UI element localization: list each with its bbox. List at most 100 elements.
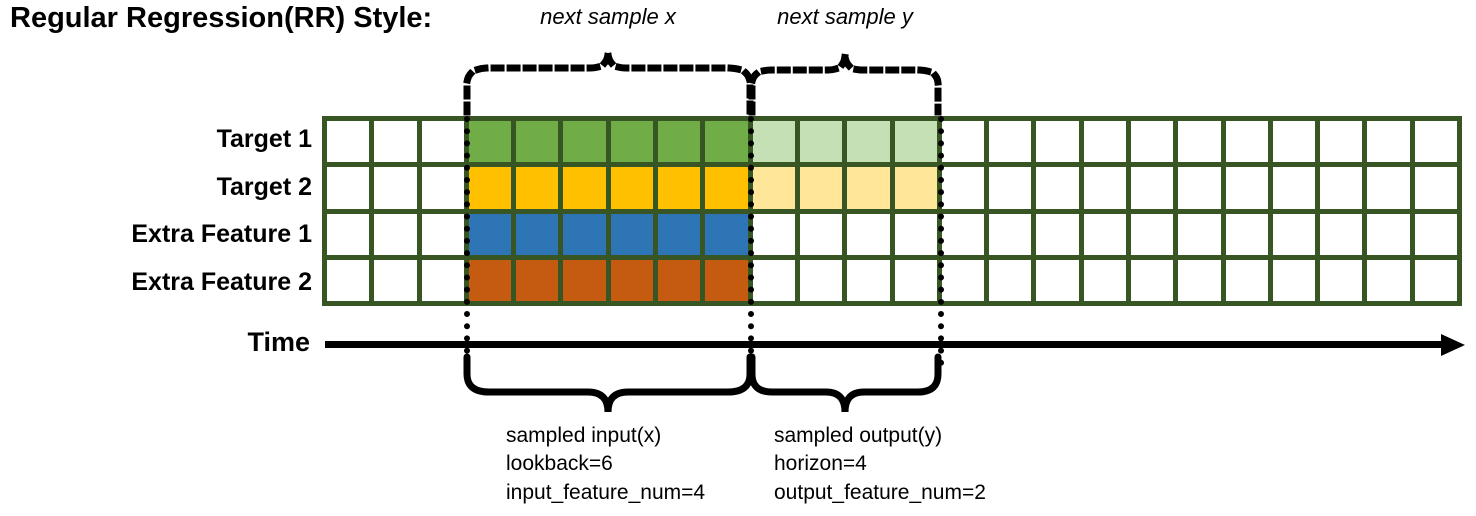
grid-cell (1083, 213, 1126, 255)
grid-cell (1414, 259, 1457, 301)
grid-cell (705, 259, 748, 301)
grid-cell (1225, 259, 1268, 301)
grid-cell (468, 167, 512, 209)
grid-cell (327, 259, 370, 301)
grid-cell (610, 121, 654, 163)
grid-cell (610, 213, 654, 255)
dotted-brace-next-sample-x (463, 51, 754, 116)
grid-cell (1414, 121, 1457, 163)
grid-cell (989, 121, 1032, 163)
time-axis-label: Time (247, 327, 310, 357)
grid-cell (1367, 213, 1410, 255)
grid-cell (516, 121, 559, 163)
grid-cell (1414, 213, 1457, 255)
guide-line-input-end (748, 116, 754, 366)
timeline-grid (322, 116, 1462, 306)
grid-cell (421, 121, 464, 163)
grid-cell (799, 213, 843, 255)
grid-cell (1036, 259, 1079, 301)
grid-cell (1083, 121, 1126, 163)
grid-cell (847, 167, 890, 209)
grid-cell (752, 121, 795, 163)
grid-cell (799, 167, 843, 209)
grid-cell (1367, 259, 1410, 301)
grid-cell (374, 121, 417, 163)
grid-cell (1130, 213, 1174, 255)
grid-cell (421, 259, 464, 301)
grid-cell (1178, 167, 1221, 209)
grid-cell (1083, 167, 1126, 209)
grid-cell (941, 121, 985, 163)
grid-cell (327, 121, 370, 163)
grid-cell (847, 121, 890, 163)
grid-cell (941, 259, 985, 301)
grid-cell (752, 259, 795, 301)
grid-cell (1036, 121, 1079, 163)
grid-cell (989, 167, 1032, 209)
sampled-input-line-2: lookback=6 (506, 452, 613, 476)
annotation-sampled-input: sampled input(x) lookback=6 input_featur… (506, 422, 705, 507)
grid-cell (1272, 167, 1316, 209)
row-label-target-2: Target 2 (216, 173, 312, 201)
grid-cell (1036, 167, 1079, 209)
grid-cell (327, 213, 370, 255)
grid-cell (1225, 121, 1268, 163)
grid-cell (1225, 167, 1268, 209)
sampled-output-line-2: horizon=4 (774, 452, 867, 476)
page-title: Regular Regression(RR) Style: (10, 2, 433, 34)
grid-cell (799, 259, 843, 301)
grid-cell (468, 121, 512, 163)
grid-cell (1367, 167, 1410, 209)
grid-cell (1272, 213, 1316, 255)
grid-cell (1272, 121, 1316, 163)
guide-line-output-end (938, 116, 944, 366)
dotted-brace-next-sample-y (748, 53, 942, 116)
grid-cell (658, 259, 701, 301)
brace-sampled-input (463, 353, 754, 413)
grid-cell (1367, 121, 1410, 163)
time-axis-line (325, 341, 1449, 348)
grid-cell (610, 259, 654, 301)
grid-cell (989, 259, 1032, 301)
sampled-input-line-1: sampled input(x) (506, 424, 662, 447)
grid-cell (1320, 259, 1363, 301)
row-label-target-1: Target 1 (216, 125, 312, 153)
grid-cell (468, 213, 512, 255)
brace-sampled-output (748, 353, 942, 413)
grid-cell (327, 167, 370, 209)
grid-cell (1320, 121, 1363, 163)
row-label-extra-feature-2: Extra Feature 2 (131, 268, 312, 296)
annotation-sampled-output: sampled output(y) horizon=4 output_featu… (774, 422, 986, 507)
grid-cell (1320, 213, 1363, 255)
grid-cell (989, 213, 1032, 255)
grid-cell (563, 121, 606, 163)
grid-cell (658, 167, 701, 209)
grid-cell (1320, 167, 1363, 209)
grid-cell (799, 121, 843, 163)
grid-cell (1130, 121, 1174, 163)
grid-cell (752, 167, 795, 209)
grid-cell (752, 213, 795, 255)
grid-cell (847, 259, 890, 301)
guide-line-input-start (464, 116, 470, 366)
annotation-next-sample-x: next sample x (540, 4, 676, 29)
grid-cell (1178, 121, 1221, 163)
grid-cell (468, 259, 512, 301)
row-label-column: Target 1 Target 2 Extra Feature 1 Extra … (0, 116, 312, 306)
grid-cell (705, 167, 748, 209)
row-label-extra-feature-1: Extra Feature 1 (131, 220, 312, 248)
grid-cell (374, 167, 417, 209)
grid-cell (563, 259, 606, 301)
grid-cell (374, 259, 417, 301)
grid-cell (610, 167, 654, 209)
grid-cell (421, 213, 464, 255)
grid-cell (1414, 167, 1457, 209)
grid-cell (1178, 259, 1221, 301)
grid-cell (894, 213, 937, 255)
grid-cell (658, 213, 701, 255)
grid-cell (516, 167, 559, 209)
grid-cell (1272, 259, 1316, 301)
annotation-next-sample-y: next sample y (777, 4, 913, 29)
grid-cell (1083, 259, 1126, 301)
